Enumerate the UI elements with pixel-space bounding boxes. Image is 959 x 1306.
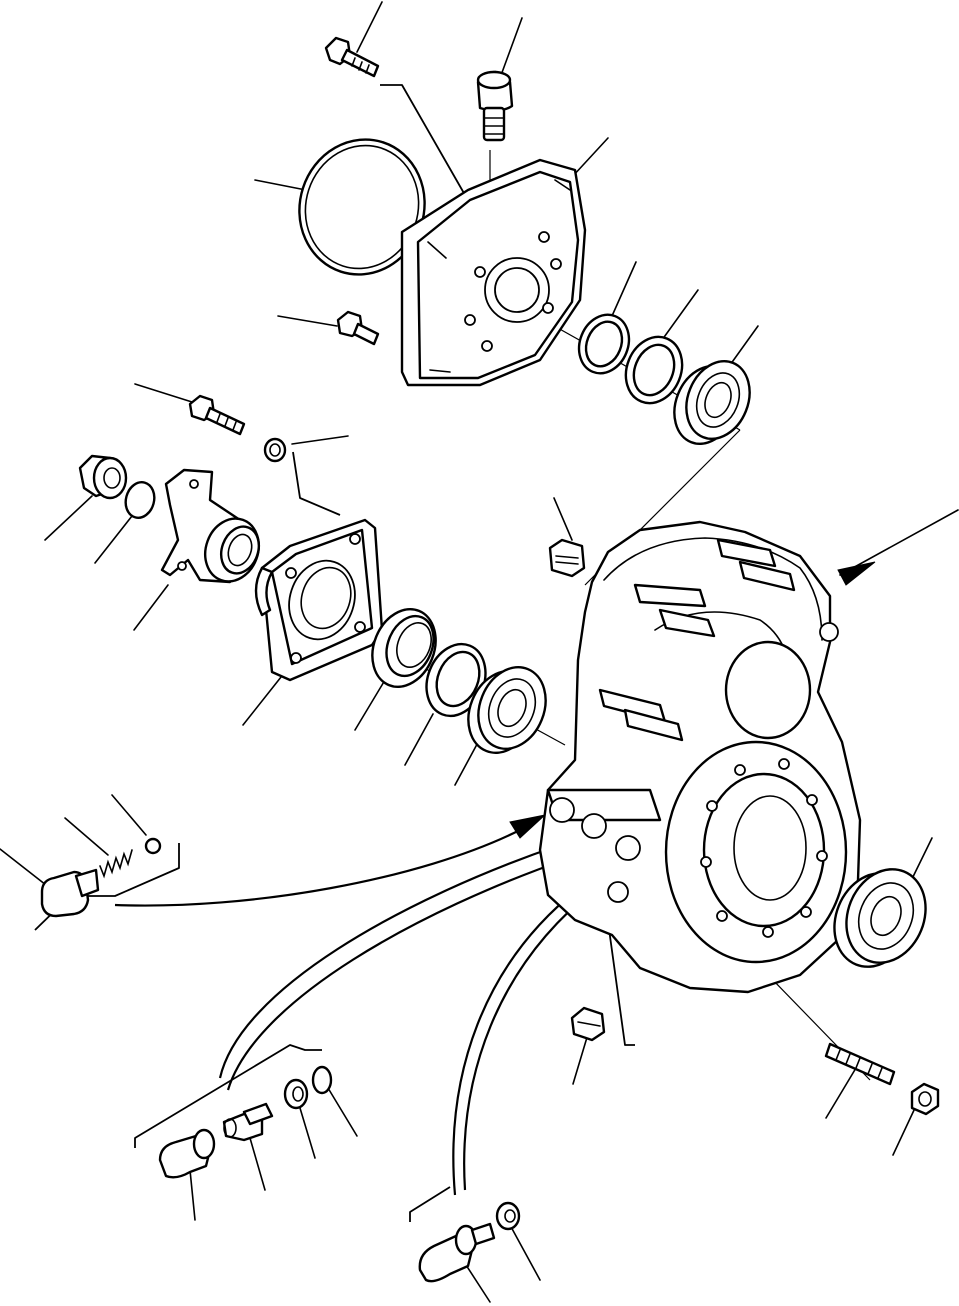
spacer-icon: [425, 642, 487, 718]
housing-bolt-icon: [324, 36, 380, 78]
stud-nut-icon: [910, 1082, 940, 1116]
plug-small-icon: [570, 1006, 606, 1042]
output-bearing-icon: [833, 868, 927, 968]
seal-washer-1-icon: [283, 1078, 309, 1110]
relief-spring-icon: [99, 849, 133, 879]
drain-plug-icon: [548, 538, 586, 578]
shim-1-icon: [577, 313, 631, 375]
relief-ball-icon: [144, 837, 162, 855]
seal-washer-2-icon: [495, 1201, 521, 1231]
bearing-retainer-icon: [254, 518, 384, 682]
upper-bearing-icon: [673, 360, 751, 445]
relief-plug-icon: [40, 868, 100, 918]
snap-ring-icon: [124, 481, 156, 519]
case-assembly-icon: [538, 520, 862, 994]
o-ring-small-icon: [311, 1065, 333, 1095]
bearing-cover-icon: [400, 158, 587, 387]
shim-2-icon: [624, 335, 684, 405]
cover-bolt-icon: [336, 310, 380, 346]
flange-nut-icon: [78, 454, 128, 500]
washer-icon: [263, 437, 287, 463]
stud-bolt-icon: [824, 1042, 896, 1086]
retainer-bolt-icon: [188, 394, 246, 436]
hose-connector-1-icon: [222, 1102, 274, 1142]
lower-bearing-icon: [467, 666, 547, 754]
oil-seal-icon: [371, 608, 437, 688]
coupling-yoke-icon: [160, 468, 261, 584]
breather-plug-icon: [476, 70, 514, 142]
hose-elbow-2-icon: [418, 1222, 496, 1283]
hose-elbow-1-icon: [158, 1128, 216, 1179]
